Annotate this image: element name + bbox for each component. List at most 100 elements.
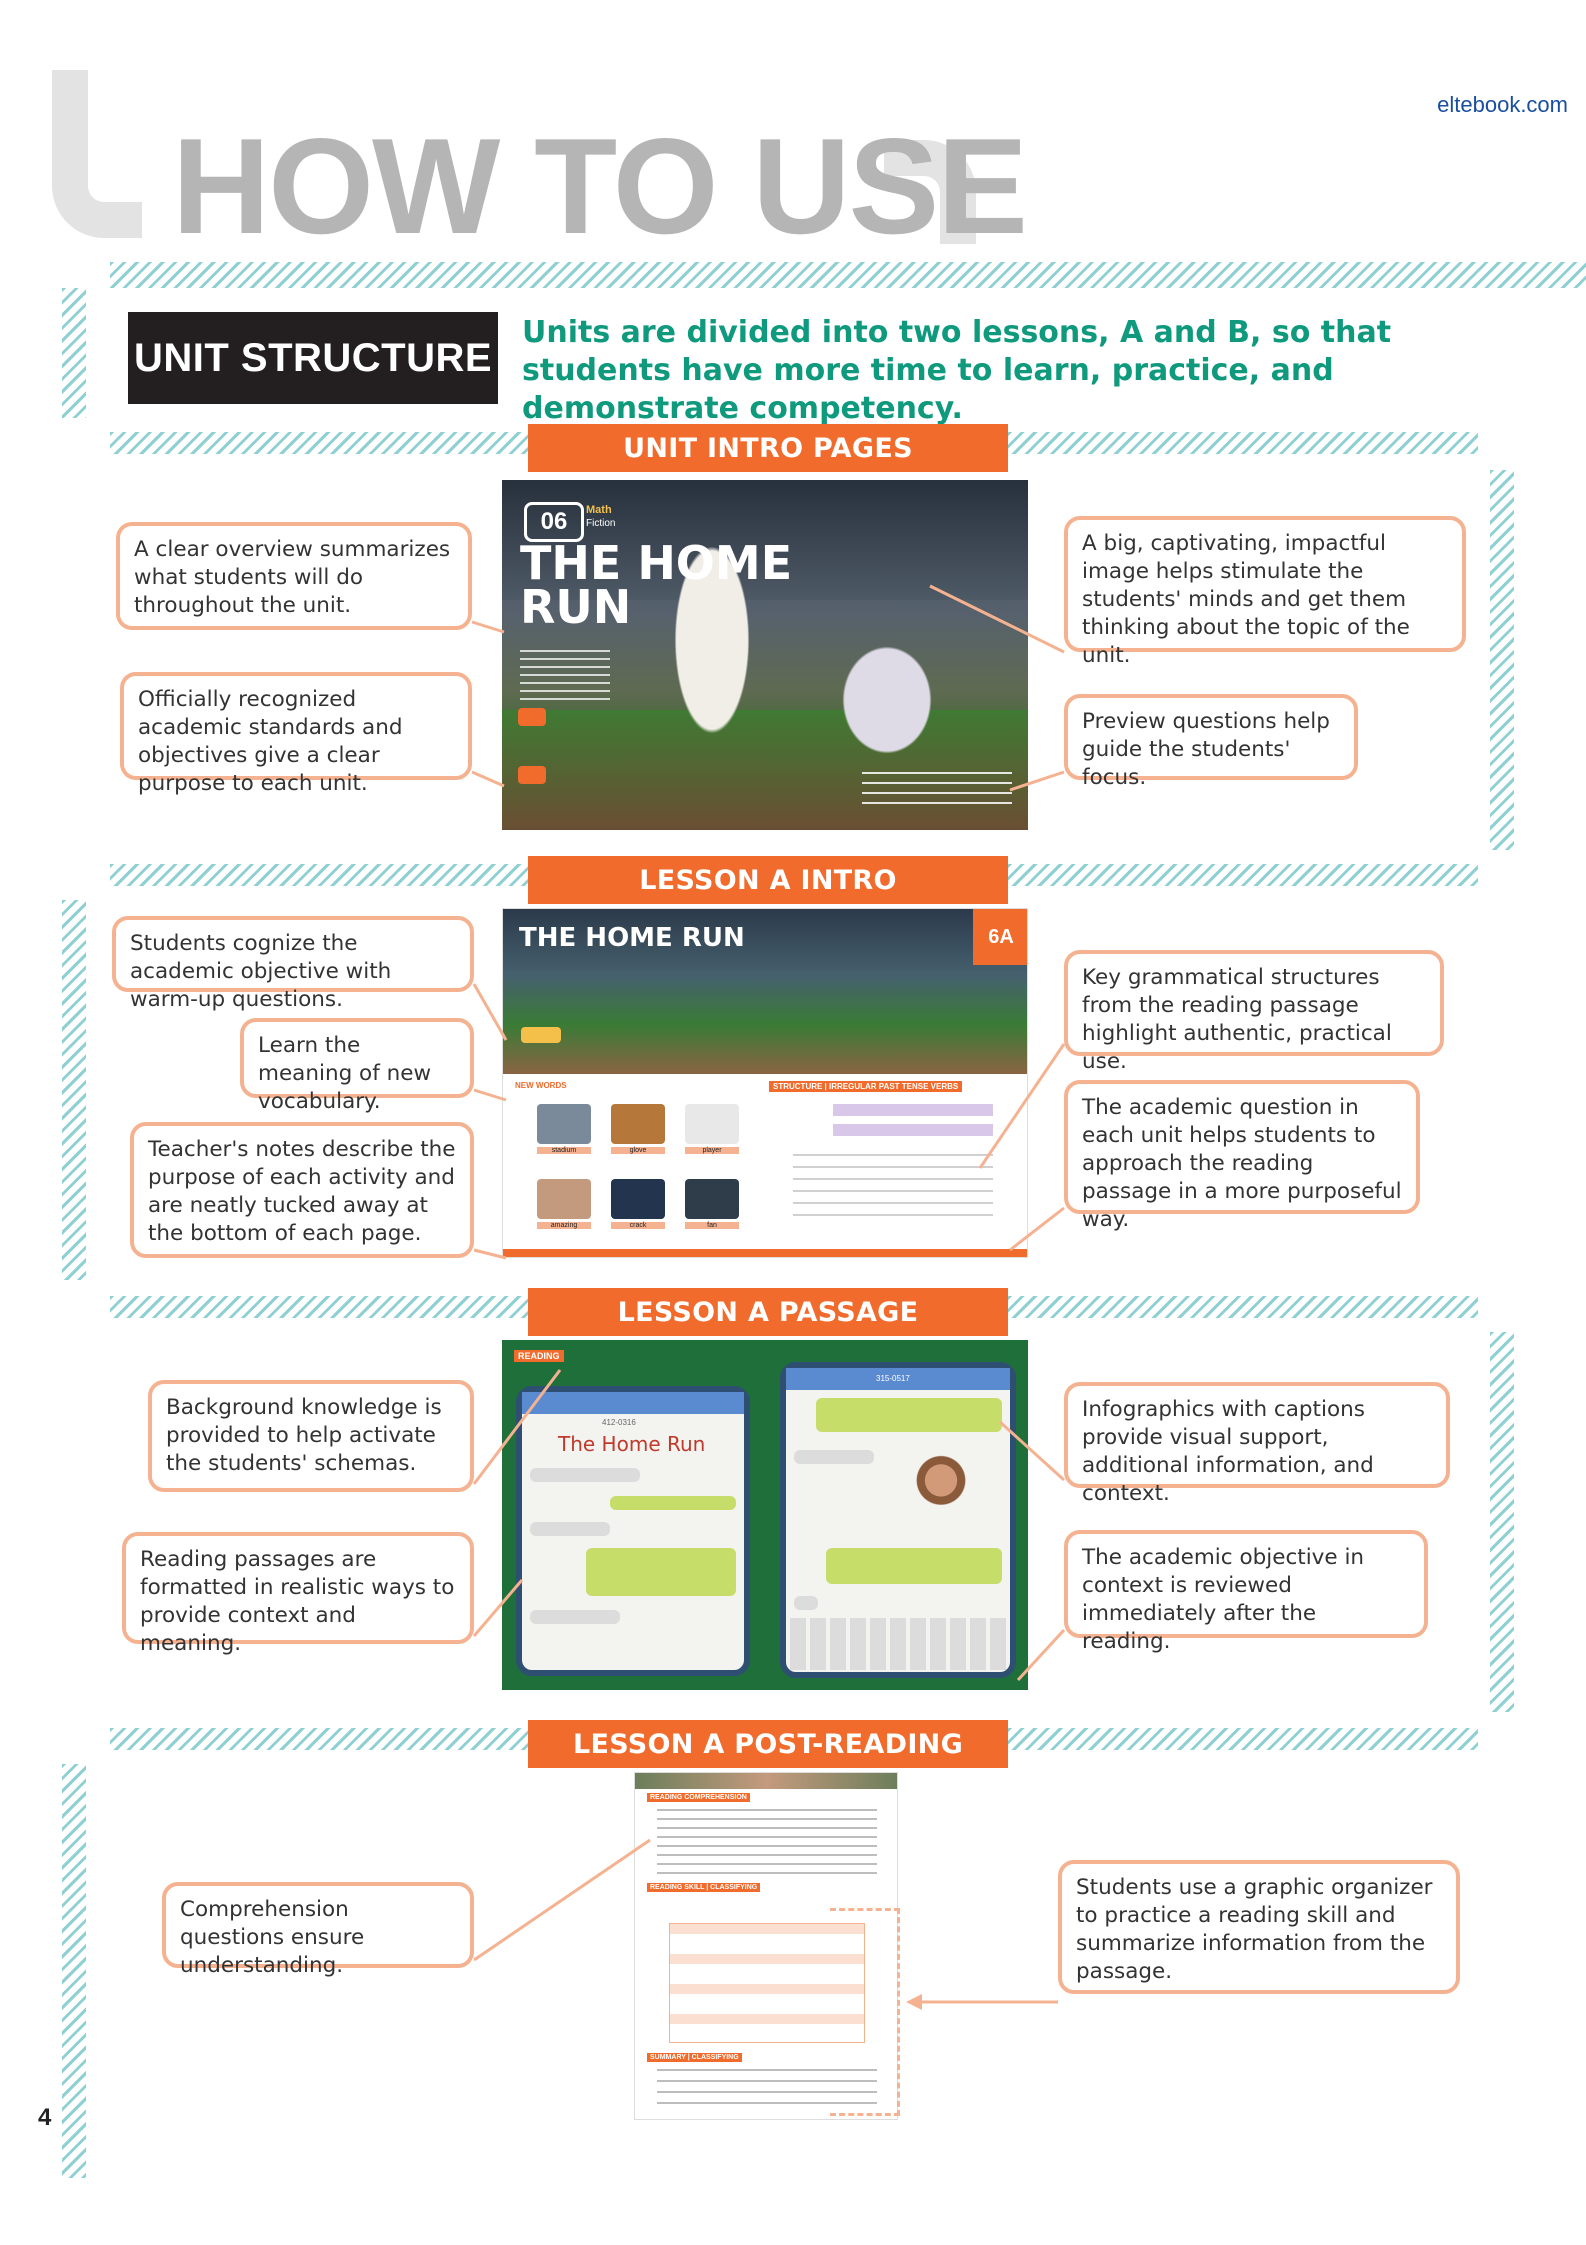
unit-number-box: 06 (524, 502, 584, 542)
match-lines (793, 1154, 993, 1224)
tab-lesson-a-passage: LESSON A PASSAGE (528, 1288, 1008, 1336)
callout-overview: A clear overview summarizes what student… (116, 522, 472, 630)
reading-skill-heading: READING SKILL | CLASSIFYING (647, 1883, 761, 1892)
tab-lesson-a-intro: LESSON A INTRO (528, 856, 1008, 904)
callout-graphic-organizer: Students use a graphic organizer to prac… (1058, 1860, 1460, 1994)
tab-unit-intro-pages: UNIT INTRO PAGES (528, 424, 1008, 472)
callout-standards: Officially recognized academic standards… (120, 672, 472, 796)
chat-bubble-8 (826, 1548, 1002, 1584)
hatch-border-left-3 (62, 1764, 86, 2178)
lesson-badge: 6A (973, 909, 1027, 965)
phone-left-topbar (522, 1392, 744, 1414)
reading-label: READING (514, 1350, 564, 1362)
callout-teacher-notes: Teacher's notes describe the purpose of … (130, 1122, 474, 1258)
summary-heading: SUMMARY | CLASSIFYING (647, 2053, 742, 2062)
objective-badge-a (518, 708, 546, 726)
infographic-photo (906, 1448, 976, 1520)
chat-bubble-4 (586, 1548, 736, 1596)
comprehension-heading: READING COMPREHENSION (647, 1793, 750, 1802)
callout-warmup: Students cognize the academic objective … (112, 916, 474, 1012)
hatch-lane-3a (110, 1296, 528, 1318)
vocab-card-3 (685, 1104, 739, 1144)
callout-big-image: A big, captivating, impactful image help… (1064, 516, 1466, 668)
hatch-border-top (110, 262, 1586, 288)
hatch-lane-3b (1008, 1296, 1478, 1318)
hatch-border-left-1 (62, 288, 86, 418)
site-link[interactable]: eltebook.com (1437, 92, 1568, 117)
callout-realistic-format: Reading passages are formatted in realis… (122, 1532, 474, 1656)
callout-academic-question: The academic question in each unit helps… (1064, 1080, 1420, 1232)
structure-heading: STRUCTURE | IRREGULAR PAST TENSE VERBS (769, 1081, 963, 1092)
unit-structure-label: UNIT STRUCTURE (128, 312, 498, 404)
overview-text-lines (520, 650, 610, 700)
unit-title-line2: RUN (520, 580, 632, 634)
phone-left-number: 412-0316 (602, 1418, 636, 1427)
phone-right-number: 315-0517 (876, 1374, 910, 1383)
comprehension-lines (657, 1809, 877, 1877)
chat-bubble-1 (530, 1468, 640, 1482)
page-title: HOW TO USE (172, 110, 1028, 262)
batter-figure (652, 540, 772, 790)
callout-grammar: Key grammatical structures from the read… (1064, 950, 1444, 1074)
unit-genre: Fiction (586, 518, 616, 529)
title-bracket-left (52, 70, 142, 238)
vocab-word-6: fan (685, 1222, 739, 1229)
unit-title-line1: THE HOME (520, 536, 793, 590)
vocab-word-3: player (685, 1147, 739, 1154)
vocab-word-5: crack (611, 1222, 665, 1229)
lesson-photo (503, 909, 1027, 1074)
hatch-lane-2a (110, 864, 528, 886)
unit-structure-description: Units are divided into two lessons, A an… (522, 315, 1392, 426)
lesson-a-post-reading-thumbnail: READING COMPREHENSION READING SKILL | CL… (634, 1772, 898, 2120)
tab-lesson-a-post-reading: LESSON A POST-READING (528, 1720, 1008, 1768)
grammar-table (833, 1104, 993, 1138)
vocab-card-4 (537, 1179, 591, 1219)
phone-keyboard (790, 1618, 1006, 1670)
vocab-card-1 (537, 1104, 591, 1144)
teacher-notes-bar (503, 1249, 1027, 1257)
warmup-badge (521, 1027, 561, 1043)
chat-bubble-7 (794, 1450, 874, 1464)
chat-bubble-3 (530, 1522, 610, 1536)
summary-lines (657, 2069, 877, 2113)
hatch-lane-1a (110, 432, 528, 454)
page-number: 4 (38, 2104, 52, 2131)
callout-vocabulary: Learn the meaning of new vocabulary. (240, 1018, 474, 1114)
vocab-card-6 (685, 1179, 739, 1219)
vocab-word-2: glove (611, 1147, 665, 1154)
vocab-card-5 (611, 1179, 665, 1219)
objective-badge-b (518, 766, 546, 784)
hatch-border-left-2 (62, 900, 86, 1280)
graphic-organizer (669, 1923, 865, 2043)
preview-questions (862, 772, 1012, 812)
new-words-heading: NEW WORDS (515, 1081, 567, 1090)
catcher-figure (812, 610, 962, 790)
vocab-word-4: amazing (537, 1222, 591, 1229)
callout-background-knowledge: Background knowledge is provided to help… (148, 1380, 474, 1492)
hatch-lane-1b (1008, 432, 1478, 454)
chat-bubble-9 (794, 1596, 818, 1610)
chat-bubble-5 (530, 1610, 620, 1624)
callout-infographics: Infographics with captions provide visua… (1064, 1382, 1450, 1506)
unit-subject: Math (586, 504, 612, 516)
chat-bubble-6 (816, 1398, 1002, 1432)
phone-right-topbar (786, 1368, 1010, 1390)
unit-intro-thumbnail: 06 Math Fiction THE HOME RUN (502, 480, 1028, 830)
callout-preview-questions: Preview questions help guide the student… (1064, 694, 1358, 790)
hatch-lane-4b (1008, 1728, 1478, 1750)
hatch-lane-4a (110, 1728, 528, 1750)
lesson-a-passage-thumbnail: READING 412-0316 The Home Run 315-0517 (502, 1340, 1028, 1690)
hatch-border-right-1 (1490, 470, 1514, 850)
phone-left: 412-0316 The Home Run (516, 1386, 750, 1676)
callout-comprehension: Comprehension questions ensure understan… (162, 1882, 474, 1978)
graphic-organizer-dashed-outline (830, 1908, 900, 2116)
vocab-word-1: stadium (537, 1147, 591, 1154)
lesson-title: THE HOME RUN (519, 923, 745, 953)
phone-right: 315-0517 (780, 1362, 1016, 1678)
lesson-a-intro-thumbnail: THE HOME RUN 6A NEW WORDS STRUCTURE | IR… (502, 908, 1028, 1258)
callout-objective-review: The academic objective in context is rev… (1064, 1530, 1428, 1654)
passage-title: The Home Run (558, 1432, 706, 1456)
chat-bubble-2 (610, 1496, 736, 1510)
hatch-lane-2b (1008, 864, 1478, 886)
